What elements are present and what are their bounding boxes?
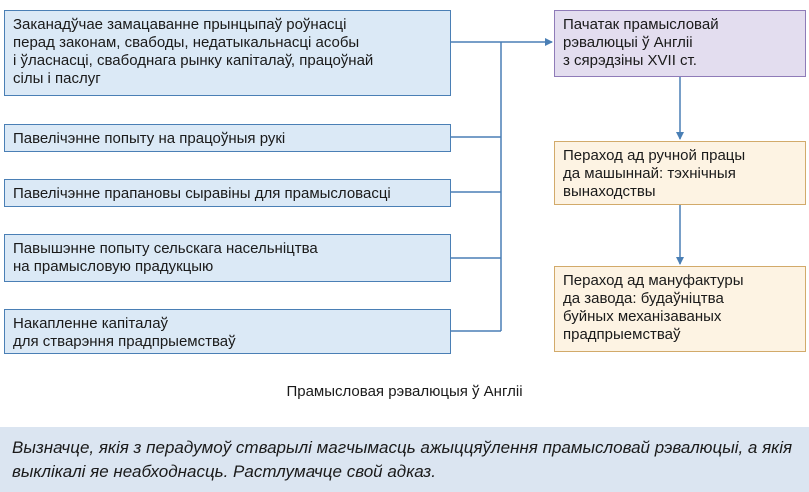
cause-box-raw-materials: Павелічэнне прапановы сыравіны для прамы… [4,179,451,207]
cause-box-labor-demand: Павелічэнне попыту на працоўныя рукі [4,124,451,152]
cause-box-rural-demand: Павышэнне попыту сельскага насельніцтва … [4,234,451,282]
cause-box-capital-accumulation: Накапленне капіталаў для стварэння прадп… [4,309,451,354]
question-block: Вызначце, якія з перадумоў стварылі магч… [0,427,809,492]
cause-box-legal-principles: Заканадўчае замацаванне прынцыпаў роўнас… [4,10,451,96]
diagram-caption: Прамысловая рэвалюцыя ў Англіі [286,383,523,400]
step-box-machine-labor: Пераход ад ручной працы да машыннай: тэх… [554,141,806,205]
step-box-factory: Пераход ад мануфактуры да завода: будаўн… [554,266,806,352]
start-box: Пачатак прамысловай рэвалюцыі ў Англіі з… [554,10,806,77]
